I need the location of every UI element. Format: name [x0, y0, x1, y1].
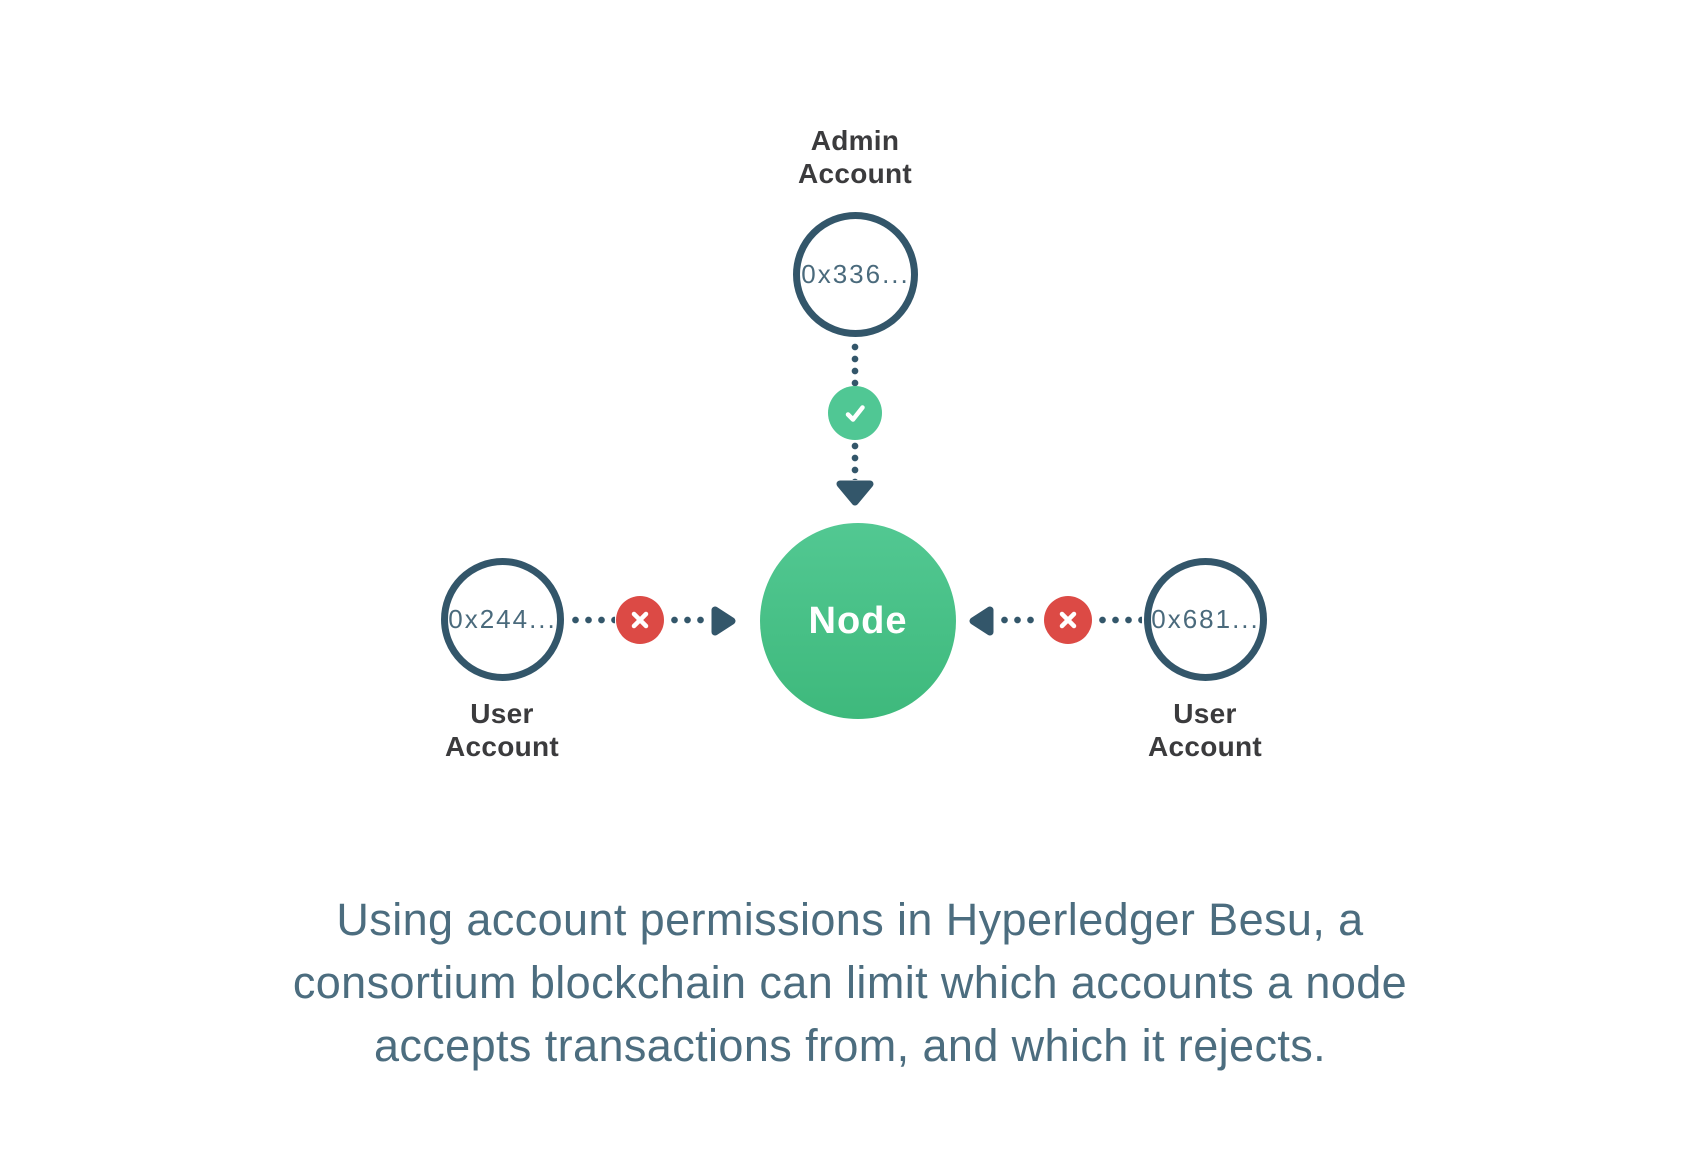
dotted-line-right-inner — [998, 616, 1040, 624]
admin-account-label: Admin Account — [797, 125, 913, 189]
arrow-down-icon — [836, 480, 874, 506]
node-circle: Node — [760, 523, 956, 719]
dotted-line-left-inner — [668, 616, 710, 624]
check-icon — [845, 405, 865, 422]
user-account-right-circle: 0x681... — [1144, 558, 1267, 681]
dotted-line-right-outer — [1096, 616, 1142, 624]
dotted-line-left-outer — [569, 616, 615, 624]
user-account-left-circle: 0x244... — [441, 558, 564, 681]
arrow-right-icon — [711, 606, 736, 636]
user-account-right-label: User Account — [1147, 698, 1263, 762]
admin-account-circle: 0x336... — [793, 212, 918, 337]
deny-badge-left — [616, 596, 664, 644]
user-account-left-address: 0x244... — [448, 604, 557, 634]
x-icon — [1059, 611, 1077, 629]
caption-text: Using account permissions in Hyperledger… — [292, 894, 1408, 1071]
dotted-line-admin-lower — [851, 440, 859, 480]
node-label: Node — [808, 599, 908, 642]
user-account-left-label: User Account — [444, 698, 560, 762]
arrow-left-icon — [969, 606, 994, 636]
allow-badge — [828, 386, 882, 440]
user-account-right-address: 0x681... — [1151, 604, 1260, 634]
deny-badge-right — [1044, 596, 1092, 644]
admin-account-address: 0x336... — [801, 259, 910, 289]
x-icon — [631, 611, 649, 629]
dotted-line-admin-upper — [851, 341, 859, 386]
